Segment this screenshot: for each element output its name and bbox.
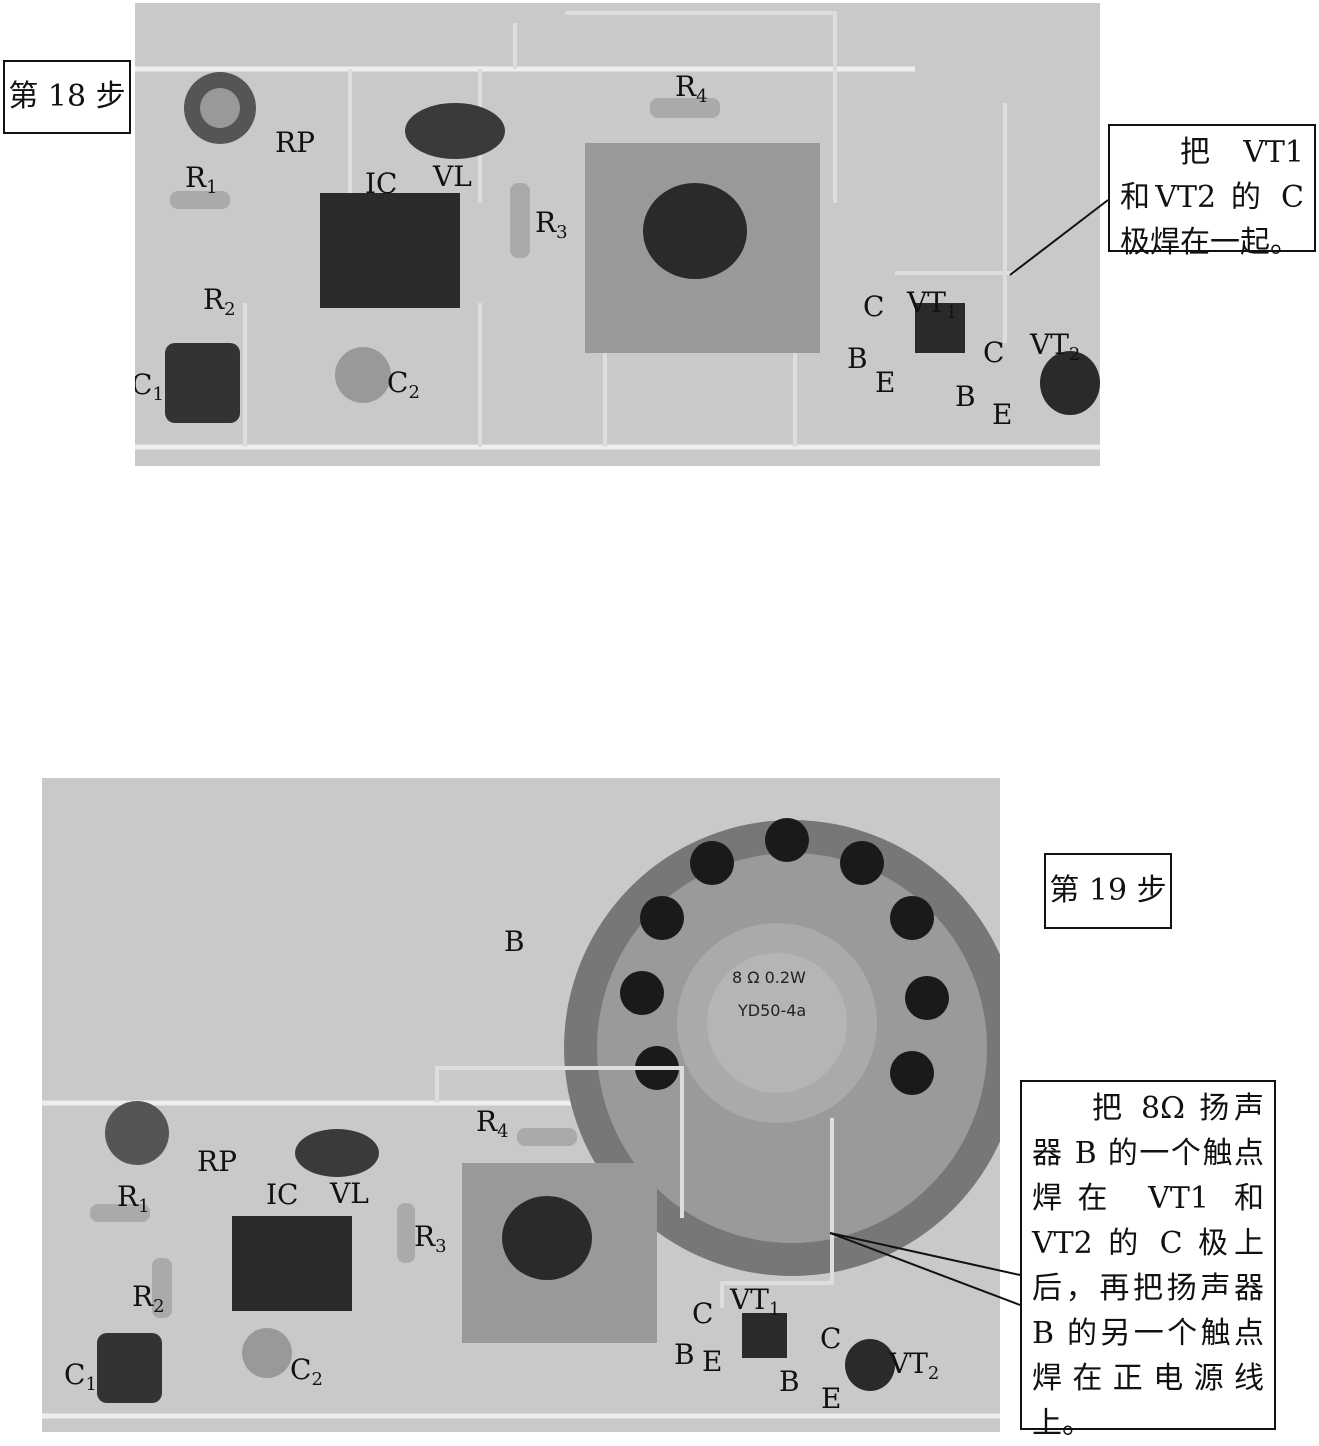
label-vt2-c: C xyxy=(983,336,1005,369)
label-vt1-c: C xyxy=(863,290,885,323)
s19-label-ic: IC xyxy=(266,1178,299,1211)
label-vt2-e: E xyxy=(992,398,1013,431)
speaker-label-b: B xyxy=(504,925,525,958)
s19-label-c1: C1 xyxy=(64,1358,97,1395)
step19-label: 第 19 步 xyxy=(1049,873,1167,908)
label-vt1-e: E xyxy=(875,366,896,399)
step18-label: 第 18 步 xyxy=(8,79,126,114)
step19-circuit-drawing xyxy=(42,818,1000,1419)
label-vl: VL xyxy=(433,160,472,193)
step19-note-text: 把 8Ω 扬声器 B 的一个触点焊在 VT1 和 VT2 的 C 极上后，再把扬… xyxy=(1032,1091,1264,1441)
s19-label-c2: C2 xyxy=(290,1353,323,1390)
s19-label-vl: VL xyxy=(330,1177,369,1210)
step19-label-box: 第 19 步 xyxy=(1044,853,1172,929)
step19-note: 把 8Ω 扬声器 B 的一个触点焊在 VT1 和 VT2 的 C 极上后，再把扬… xyxy=(1020,1080,1276,1441)
s19-label-vt1-b: B xyxy=(674,1338,695,1371)
s19-label-vt1: VT1 xyxy=(730,1283,781,1320)
s19-label-vt2-e: E xyxy=(821,1382,842,1415)
label-r1: R1 xyxy=(185,161,218,198)
step18-note-text: 把 VT1 和VT2 的 C 极焊在一起。 xyxy=(1120,135,1304,260)
label-vt1: VT1 xyxy=(907,286,958,323)
s19-label-vt1-e: E xyxy=(702,1345,723,1378)
label-vt2-b: B xyxy=(955,380,976,413)
s19-label-r3: R3 xyxy=(414,1220,447,1257)
step18-photo: RP R1 IC VL R3 R4 R2 C1 C2 C VT1 B E C V… xyxy=(135,3,1100,466)
step18-note: 把 VT1 和VT2 的 C 极焊在一起。 xyxy=(1108,124,1316,260)
speaker-spec-2: YD50-4a xyxy=(738,1001,807,1020)
s19-label-r4: R4 xyxy=(476,1105,509,1142)
s19-label-vt2-c: C xyxy=(820,1322,842,1355)
s19-label-r2: R2 xyxy=(132,1280,165,1317)
label-r4: R4 xyxy=(675,70,708,107)
label-c1: C1 xyxy=(135,368,164,405)
s19-label-r1: R1 xyxy=(117,1180,150,1217)
s19-label-rp: RP xyxy=(197,1145,237,1178)
s19-label-vt2: VT2 xyxy=(889,1347,940,1384)
label-r2: R2 xyxy=(203,283,236,320)
label-r3: R3 xyxy=(535,206,568,243)
speaker-spec-1: 8 Ω 0.2W xyxy=(732,968,806,987)
label-ic: IC xyxy=(365,167,398,200)
label-vt1-b: B xyxy=(847,342,868,375)
label-rp: RP xyxy=(275,126,315,159)
s19-label-vt2-b: B xyxy=(779,1365,800,1398)
step18-label-box: 第 18 步 xyxy=(3,60,131,134)
s19-label-vt1-c: C xyxy=(692,1297,714,1330)
label-c2: C2 xyxy=(387,366,420,403)
step18-circuit-drawing xyxy=(135,11,1100,450)
label-vt2: VT2 xyxy=(1030,328,1081,365)
step19-photo: B 8 Ω 0.2W YD50-4a RP R1 IC VL R4 R3 R2 … xyxy=(42,778,1000,1432)
